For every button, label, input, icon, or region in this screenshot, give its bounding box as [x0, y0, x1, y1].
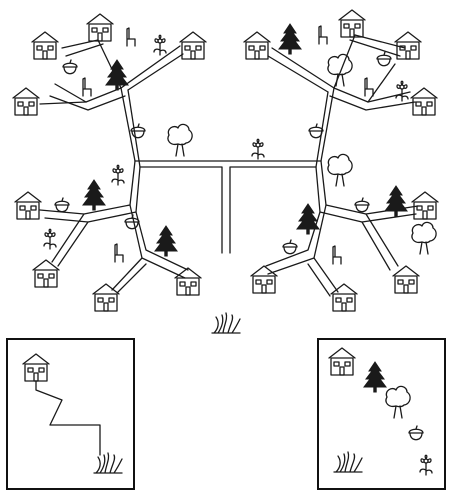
house-icon: [86, 13, 114, 42]
flower-icon: [43, 228, 57, 250]
acorn-icon: [308, 123, 324, 139]
house-icon: [174, 267, 202, 296]
chair-icon: [318, 25, 328, 45]
house-icon: [92, 283, 120, 312]
house-icon: [14, 191, 42, 220]
house-icon: [31, 31, 59, 60]
flower-icon: [251, 138, 265, 160]
inset-path: [35, 380, 101, 456]
acorn-icon: [376, 51, 392, 67]
house-icon: [411, 191, 439, 220]
house-icon: [392, 265, 420, 294]
house-icon: [338, 9, 366, 38]
deciduous-tree-icon: [167, 123, 193, 157]
chair-icon: [114, 243, 124, 263]
deciduous-tree-icon: [327, 153, 353, 187]
pine-tree-icon: [82, 179, 106, 211]
flower-icon: [111, 164, 125, 186]
inset-left: [6, 338, 135, 490]
house-icon: [32, 259, 60, 288]
pine-tree-icon: [384, 185, 408, 217]
inset-right: [317, 338, 446, 490]
chair-icon: [364, 77, 374, 97]
pine-tree-icon: [363, 361, 387, 393]
pine-tree-icon: [296, 203, 320, 235]
grass-icon: [333, 451, 363, 473]
acorn-icon: [408, 425, 424, 441]
acorn-icon: [282, 239, 298, 255]
road-network: [39, 34, 419, 297]
deciduous-tree-icon: [327, 53, 353, 87]
grass-icon: [93, 452, 123, 474]
flower-icon: [419, 454, 433, 476]
pine-tree-icon: [278, 23, 302, 55]
acorn-icon: [354, 197, 370, 213]
house-icon: [328, 347, 356, 376]
house-icon: [22, 353, 50, 382]
house-icon: [243, 31, 271, 60]
flower-icon: [153, 34, 167, 56]
house-icon: [12, 87, 40, 116]
deciduous-tree-icon: [411, 221, 437, 255]
chair-icon: [82, 77, 92, 97]
chair-icon: [126, 27, 136, 47]
pine-tree-icon: [154, 225, 178, 257]
house-icon: [250, 265, 278, 294]
flower-icon: [395, 80, 409, 102]
acorn-icon: [62, 59, 78, 75]
house-icon: [394, 31, 422, 60]
grass-icon: [211, 312, 241, 334]
chair-icon: [332, 245, 342, 265]
deciduous-tree-icon: [385, 385, 411, 419]
acorn-icon: [54, 197, 70, 213]
house-icon: [179, 31, 207, 60]
